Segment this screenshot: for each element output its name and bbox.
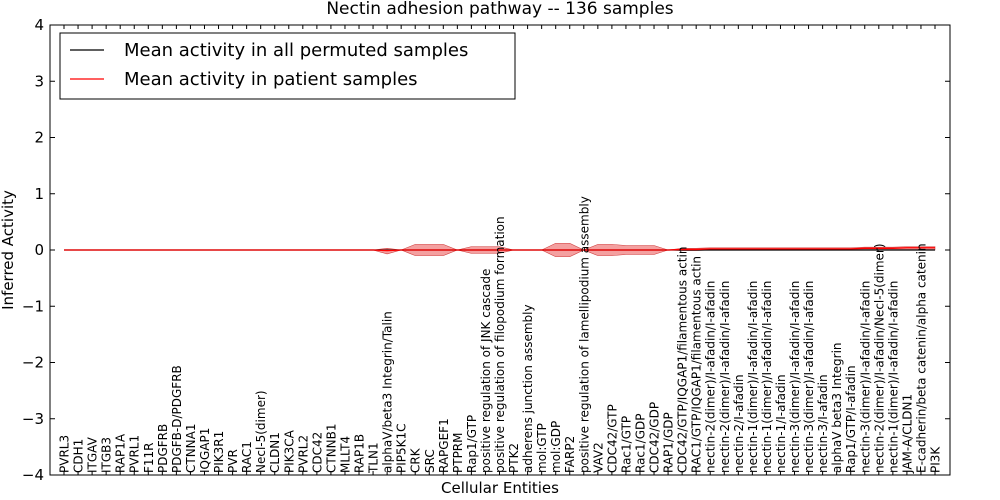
- x-tick-label: nectin-1(dimer)/I-afadin/I-afadin: [886, 281, 900, 473]
- x-tick-label: F11R: [142, 442, 156, 473]
- x-tick-label: Necl-5(dimer): [254, 390, 268, 473]
- x-tick-label: CDC42/GTP: [605, 404, 619, 473]
- x-tick-label: CRK: [409, 447, 423, 473]
- x-tick-label: nectin-1(dimer)/I-afadin/I-afadin: [760, 281, 774, 473]
- x-tick-label: Rap1/GTP: [465, 415, 479, 473]
- x-tick-label: SRC: [423, 449, 437, 473]
- x-axis-label: Cellular Entities: [441, 479, 559, 497]
- x-tick-label: adherens junction assembly: [521, 304, 535, 473]
- x-tick-label: RAC1/GTP/IQGAP1/filamentous actin: [690, 256, 704, 473]
- y-tick-label: 1: [34, 185, 44, 203]
- y-axis-ticks: −4 −3 −2 −1 0 1 2 3 4: [22, 16, 950, 484]
- x-tick-label: nectin-3(dimer)/I-afadin/I-afadin: [802, 281, 816, 473]
- legend: Mean activity in all permuted samplesMea…: [59, 32, 516, 100]
- x-tick-label: positive regulation of lamellipodium ass…: [577, 196, 591, 473]
- x-tick-label: nectin-2(dimer)/I-afadin/I-afadin: [704, 281, 718, 473]
- y-tick-label: −4: [22, 466, 44, 484]
- chart-title: Nectin adhesion pathway -- 136 samples: [326, 0, 673, 19]
- x-tick-label: VAV2: [591, 442, 605, 473]
- x-tick-label: ITGAV: [86, 436, 100, 473]
- x-tick-label: MLLT4: [338, 436, 352, 473]
- x-tick-label: IQGAP1: [198, 428, 212, 473]
- x-tick-label: mol:GTP: [535, 423, 549, 473]
- x-tick-label: RAP1B: [353, 434, 367, 473]
- x-tick-label: CTNNB1: [324, 423, 338, 473]
- legend-entry: Mean activity in patient samples: [124, 69, 418, 90]
- y-tick-label: 0: [34, 241, 44, 259]
- x-tick-label: positive regulation of JNK cascade: [479, 269, 493, 473]
- x-tick-label: FARP2: [563, 436, 577, 473]
- x-tick-label: nectin-1/I-afadin: [774, 374, 788, 473]
- x-tick-label: nectin-1(dimer)/I-afadin/I-afadin: [746, 281, 760, 473]
- y-tick-label: −2: [22, 354, 44, 372]
- x-tick-label: ITGB3: [100, 437, 114, 473]
- x-tick-label: Rac1/GDP: [633, 414, 647, 473]
- legend-box: [59, 32, 516, 100]
- x-tick-label: PVRL2: [296, 435, 310, 473]
- x-tick-label: CDC42/GTP/IQGAP1/filamentous actin: [676, 247, 690, 473]
- y-tick-label: 3: [34, 72, 44, 90]
- series-line-2: [64, 247, 935, 252]
- x-tick-label: nectin-2/I-afadin: [732, 374, 746, 473]
- x-tick-label: PVRL3: [58, 435, 72, 473]
- x-tick-label: PTPRM: [451, 433, 465, 474]
- x-tick-label: JAM-A/CLDN1: [900, 394, 914, 474]
- x-tick-label: alphaV beta3 Integrin: [830, 342, 844, 473]
- y-tick-label: −1: [22, 297, 44, 315]
- x-tick-label: nectin-3/I-afadin: [816, 374, 830, 473]
- x-tick-label: mol:GDP: [549, 421, 563, 473]
- x-tick-label: PVR: [226, 449, 240, 473]
- x-tick-label: RAPGEF1: [437, 418, 451, 473]
- x-tick-label: PIK3R1: [212, 431, 226, 473]
- x-tick-label: CLDN1: [268, 432, 282, 473]
- x-tick-label: nectin-3(dimer)/I-afadin/I-afadin: [788, 281, 802, 473]
- x-tick-label: E-cadherin/beta catenin/alpha catenin: [914, 243, 928, 473]
- x-tick-label: PIK3CA: [282, 429, 296, 473]
- x-tick-label: Rap1/GTP/I-afadin: [844, 365, 858, 473]
- x-tick-label: PIP5K1C: [395, 423, 409, 473]
- series-line-layer: [64, 247, 935, 252]
- x-tick-label: nectin-3(dimer)/I-afadin/I-afadin: [858, 281, 872, 473]
- legend-entry: Mean activity in all permuted samples: [124, 40, 468, 61]
- y-axis-label: Inferred Activity: [0, 190, 17, 310]
- x-tick-label: PTK2: [507, 443, 521, 473]
- x-tick-label: CDC42/GDP: [648, 402, 662, 473]
- x-tick-label: positive regulation of filopodium format…: [493, 216, 507, 473]
- x-tick-label: PDGFRB: [156, 424, 170, 473]
- y-tick-label: 2: [34, 129, 44, 147]
- x-tick-label: nectin-2(dimer)/I-afadin/Necl-5(dimer): [872, 243, 886, 473]
- x-tick-label: CTNNA1: [184, 423, 198, 473]
- x-tick-label: PVRL1: [128, 435, 142, 473]
- x-tick-label: CDH1: [72, 439, 86, 473]
- x-tick-label: alphaV/beta3 Integrin/Talin: [381, 311, 395, 473]
- x-tick-label: nectin-2(dimer)/I-afadin/I-afadin: [718, 281, 732, 473]
- x-tick-label: RAP1/GDP: [662, 412, 676, 473]
- y-tick-label: −3: [22, 410, 44, 428]
- x-tick-label: Rac1/GTP: [619, 416, 633, 473]
- x-tick-label: PI3K: [929, 446, 943, 473]
- x-tick-label: PDGFB-D/PDGFRB: [170, 365, 184, 473]
- x-tick-label: RAP1A: [114, 433, 128, 473]
- x-tick-label: CDC42: [310, 432, 324, 473]
- x-tick-label: TLN1: [367, 442, 381, 474]
- x-tick-label: RAC1: [240, 441, 254, 473]
- y-tick-label: 4: [34, 16, 44, 34]
